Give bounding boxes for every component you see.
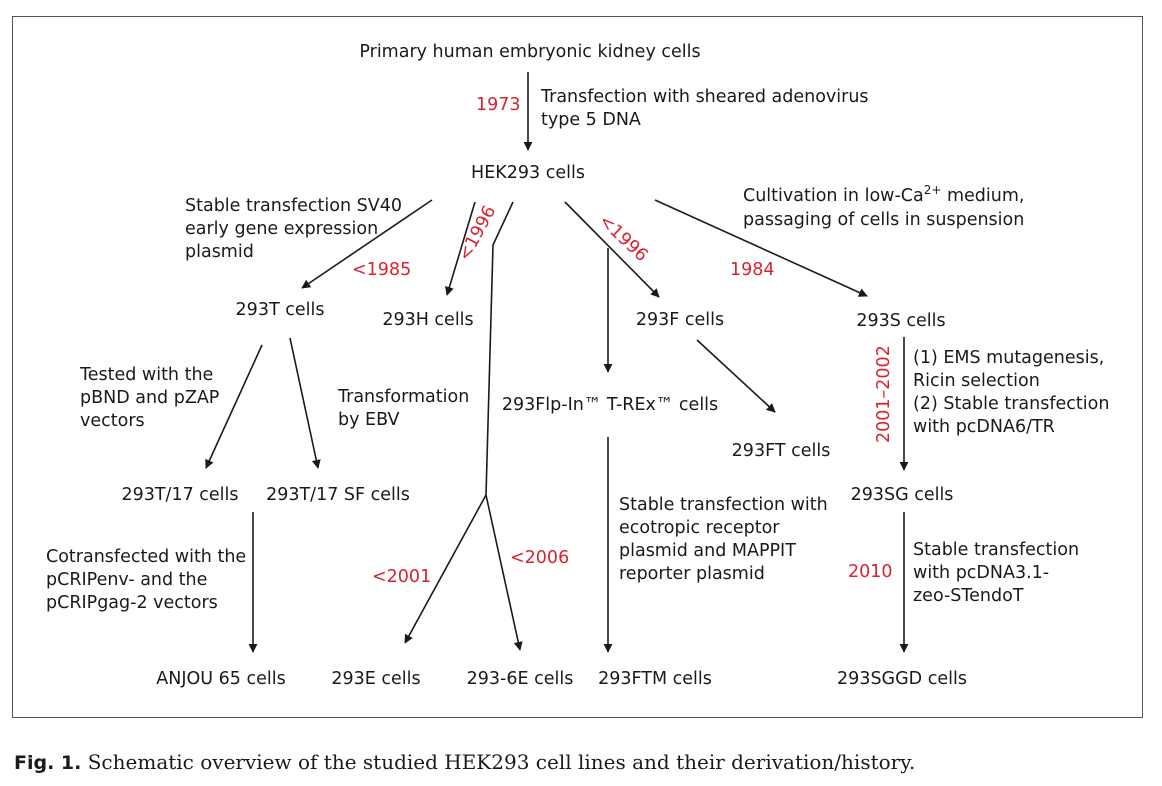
edge-hek293-293t — [301, 199, 433, 289]
edge-branch-293-6e — [485, 494, 523, 651]
year-lt1996-293f: <1996 — [595, 211, 652, 266]
figure-caption: Fig. 1. Schematic overview of the studie… — [14, 750, 1154, 774]
method-adenovirus: Transfection with sheared adenovirus typ… — [540, 87, 874, 130]
edge-hek293-ebv-branch — [485, 201, 514, 496]
node-293t17sf-cells: 293T/17 SF cells — [266, 485, 410, 505]
edge-293f-293ft — [696, 339, 776, 413]
method-low-calcium-cultivation: Cultivation in low-Ca2+ medium, passagin… — [743, 183, 1030, 230]
year-2001-2002: 2001–2002 — [874, 345, 894, 443]
edge-hek293-293f — [564, 201, 660, 298]
node-293sggd-cells: 293SGGD cells — [837, 669, 967, 689]
node-293e-cells: 293E cells — [331, 669, 420, 689]
node-primary-cells: Primary human embryonic kidney cells — [359, 42, 700, 62]
edge-hek293-293s — [654, 199, 868, 297]
nodes: Primary human embryonic kidney cells HEK… — [121, 42, 966, 689]
node-293h-cells: 293H cells — [382, 310, 473, 330]
method-annotations: Transfection with sheared adenovirus typ… — [46, 87, 1115, 613]
method-sv40: Stable transfection SV40 early gene expr… — [185, 196, 408, 262]
node-293f-cells: 293F cells — [636, 310, 724, 330]
caption-label: Fig. 1. — [14, 752, 82, 774]
method-tested-vectors: Tested with the pBND and pZAP vectors — [79, 365, 225, 431]
node-hek293-cells: HEK293 cells — [471, 163, 585, 183]
edge-branch-293e — [404, 494, 487, 644]
year-1984: 1984 — [730, 260, 775, 280]
year-lt2001: <2001 — [372, 567, 431, 587]
node-293ft-cells: 293FT cells — [732, 441, 831, 461]
node-293s-cells: 293S cells — [856, 311, 945, 331]
node-anjou65-cells: ANJOU 65 cells — [156, 669, 285, 689]
edge-293t-293t17 — [205, 344, 263, 469]
diagram-frame — [12, 16, 1143, 718]
node-293sg-cells: 293SG cells — [851, 485, 954, 505]
node-293t-cells: 293T cells — [236, 300, 325, 320]
year-lt2006: <2006 — [510, 548, 569, 568]
edges — [205, 72, 909, 653]
method-ecotropic: Stable transfection with ecotropic recep… — [619, 495, 833, 584]
method-ebv-transformation: Transformation by EBV — [337, 387, 475, 430]
node-293ftm-cells: 293FTM cells — [598, 669, 712, 689]
year-lt1985: <1985 — [352, 260, 411, 280]
year-1973: 1973 — [476, 95, 521, 115]
method-pcdna31: Stable transfection with pcDNA3.1- zeo-S… — [913, 540, 1085, 606]
year-2010: 2010 — [848, 562, 893, 582]
method-cotransfected: Cotransfected with the pCRIPenv- and the… — [46, 547, 252, 613]
node-293t17-cells: 293T/17 cells — [121, 485, 238, 505]
edge-hek293-293h — [445, 201, 476, 296]
edge-293t-293t17sf — [289, 337, 321, 469]
node-293-6e-cells: 293-6E cells — [467, 669, 574, 689]
method-ems-ricin: (1) EMS mutagenesis, Ricin selection (2)… — [913, 348, 1115, 437]
node-293flpin-cells: 293Flp-In™ T-REx™ cells — [502, 395, 718, 415]
caption-text: Schematic overview of the studied HEK293… — [81, 750, 916, 774]
